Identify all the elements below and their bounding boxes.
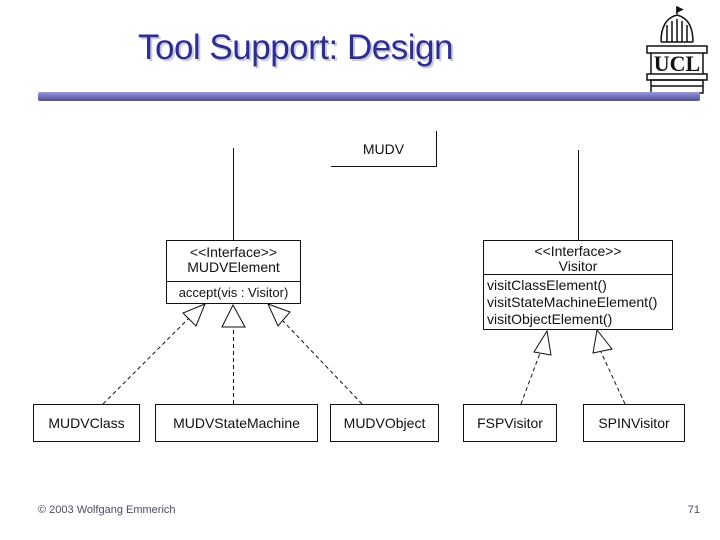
uml-interface-visitor-name: Visitor: [558, 258, 598, 274]
stereotype-label: <<Interface>>: [189, 244, 278, 260]
uml-interface-visitor-operations: visitClassElement() visitStateMachineEle…: [484, 274, 672, 329]
uml-interface-mudvelement: <<Interface>> MUDVElement accept(vis : V…: [166, 240, 301, 304]
uml-class-mudvclass-name: MUDVClass: [48, 415, 125, 431]
uml-class-fspvisitor: FSPVisitor: [463, 404, 557, 442]
realization-lines: [102, 316, 626, 405]
uml-interface-mudvelement-name: MUDVElement: [187, 259, 280, 275]
uml-interface-mudvelement-header: <<Interface>> MUDVElement: [167, 241, 300, 281]
realization-line-mudvobject: [282, 320, 363, 405]
uml-class-spinvisitor: SPINVisitor: [583, 404, 685, 442]
uml-class-mudvclass: MUDVClass: [33, 404, 140, 442]
slide-title: Tool Support: Design: [138, 28, 453, 67]
uml-interface-visitor-header: <<Interface>> Visitor: [484, 241, 672, 274]
arrowhead-fspvisitor: [533, 329, 552, 356]
logo-dome: [660, 14, 694, 43]
uml-class-mudv: MUDV: [331, 131, 437, 167]
uml-class-mudvobject: MUDVObject: [330, 404, 439, 442]
uml-class-fspvisitor-name: FSPVisitor: [477, 415, 543, 431]
ucl-logo-building: [646, 6, 708, 94]
arrowhead-mudvstatemachine: [221, 303, 246, 328]
realization-line-mudvclass: [102, 316, 191, 405]
operation-label: accept(vis : Visitor): [178, 285, 289, 300]
uml-class-mudvstatemachine: MUDVStateMachine: [155, 404, 318, 442]
operation-label: visitStateMachineElement(): [487, 294, 658, 310]
realization-line-spinvisitor: [600, 351, 626, 405]
footer-copyright: © 2003 Wolfgang Emmerich: [38, 504, 176, 516]
realization-line-fspvisitor: [520, 352, 541, 405]
title-underline-bar: [38, 92, 700, 101]
arrowhead-mudvobject: [267, 303, 291, 327]
operation-label: visitObjectElement(): [487, 311, 613, 327]
uml-class-spinvisitor-name: SPINVisitor: [598, 415, 670, 431]
ucl-logo-text: UCL: [654, 51, 700, 76]
uml-class-mudvstatemachine-name: MUDVStateMachine: [173, 415, 300, 431]
operation-label: visitClassElement(): [487, 277, 607, 293]
logo-cornice: [646, 45, 708, 54]
footer-page-number: 71: [687, 504, 700, 516]
uml-interface-visitor: <<Interface>> Visitor visitClassElement(…: [483, 240, 673, 330]
stereotype-label: <<Interface>>: [534, 243, 622, 259]
uml-interface-mudvelement-operations: accept(vis : Visitor): [167, 281, 300, 303]
ucl-logo-icon: UCL: [646, 6, 708, 94]
arrowhead-mudvclass: [182, 303, 206, 327]
uml-class-mudvobject-name: MUDVObject: [343, 415, 426, 431]
logo-flag: [676, 6, 684, 14]
uml-class-mudv-name: MUDV: [362, 140, 405, 157]
arrowhead-spinvisitor: [592, 328, 613, 354]
